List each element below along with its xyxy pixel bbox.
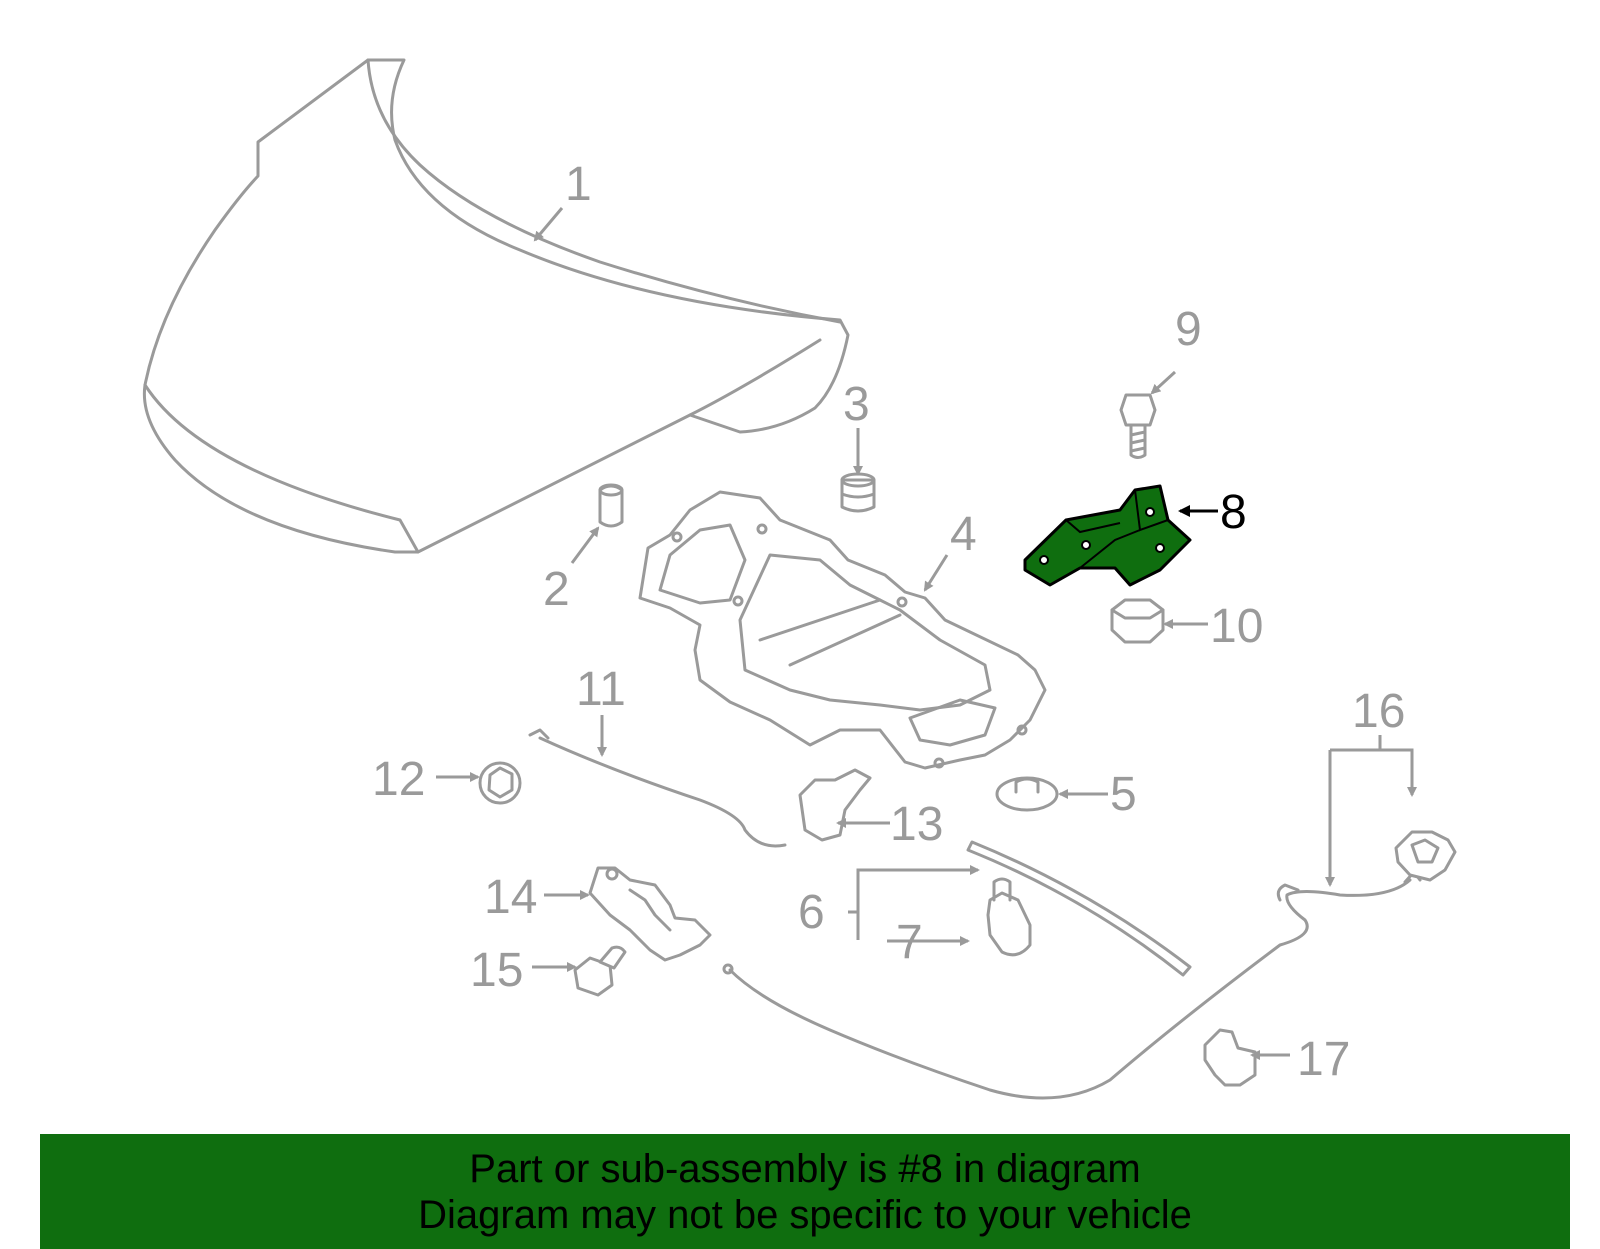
callout-7: 7 bbox=[896, 916, 923, 969]
callout-8: 8 bbox=[1220, 486, 1247, 539]
part-4-insulator bbox=[638, 490, 1047, 770]
callout-3: 3 bbox=[843, 378, 870, 431]
callout-17: 17 bbox=[1297, 1033, 1350, 1086]
part-8-hinge bbox=[1023, 484, 1192, 587]
callout-10: 10 bbox=[1210, 600, 1263, 653]
callout-12: 12 bbox=[372, 753, 425, 806]
part-9-bolt bbox=[1119, 393, 1157, 459]
part-14-latch bbox=[588, 866, 712, 962]
callout-9: 9 bbox=[1175, 303, 1202, 356]
callout-14: 14 bbox=[484, 871, 537, 924]
part-15-bolt bbox=[573, 945, 627, 997]
part-3-stop bbox=[840, 472, 876, 513]
callout-1: 1 bbox=[565, 158, 592, 211]
parts-diagram: 1 2 3 4 5 6 7 8 9 10 11 12 13 14 15 16 1… bbox=[142, 58, 1457, 1100]
part-7-bumper bbox=[986, 877, 1032, 957]
part-2-bumper bbox=[598, 483, 624, 528]
part-10-nut bbox=[1110, 598, 1165, 644]
part-1-hood bbox=[142, 58, 850, 554]
banner-disclaimer: Diagram may not be specific to your vehi… bbox=[418, 1193, 1192, 1237]
leader-lines bbox=[436, 207, 1417, 1060]
part-16-release-cable bbox=[722, 830, 1457, 1100]
part-13-bracket bbox=[798, 768, 872, 842]
part-17-clip bbox=[1203, 1028, 1257, 1087]
part-11-prop-rod bbox=[528, 728, 787, 848]
part-12-grommet bbox=[478, 761, 522, 805]
part-5-clip bbox=[995, 776, 1059, 812]
callout-6: 6 bbox=[798, 886, 825, 939]
callout-13: 13 bbox=[890, 798, 943, 851]
callout-11: 11 bbox=[576, 663, 626, 716]
banner-part-notice: Part or sub-assembly is #8 in diagram bbox=[469, 1147, 1141, 1191]
info-banner: Part or sub-assembly is #8 in diagram Di… bbox=[40, 1134, 1570, 1249]
callout-15: 15 bbox=[470, 944, 523, 997]
callout-5: 5 bbox=[1110, 768, 1137, 821]
part-6-seal bbox=[966, 840, 1192, 977]
callout-4: 4 bbox=[950, 508, 977, 561]
callout-labels: 1 2 3 4 5 6 7 8 9 10 11 12 13 14 15 16 1… bbox=[372, 158, 1405, 1086]
callout-2: 2 bbox=[543, 563, 570, 616]
callout-16: 16 bbox=[1352, 685, 1405, 738]
